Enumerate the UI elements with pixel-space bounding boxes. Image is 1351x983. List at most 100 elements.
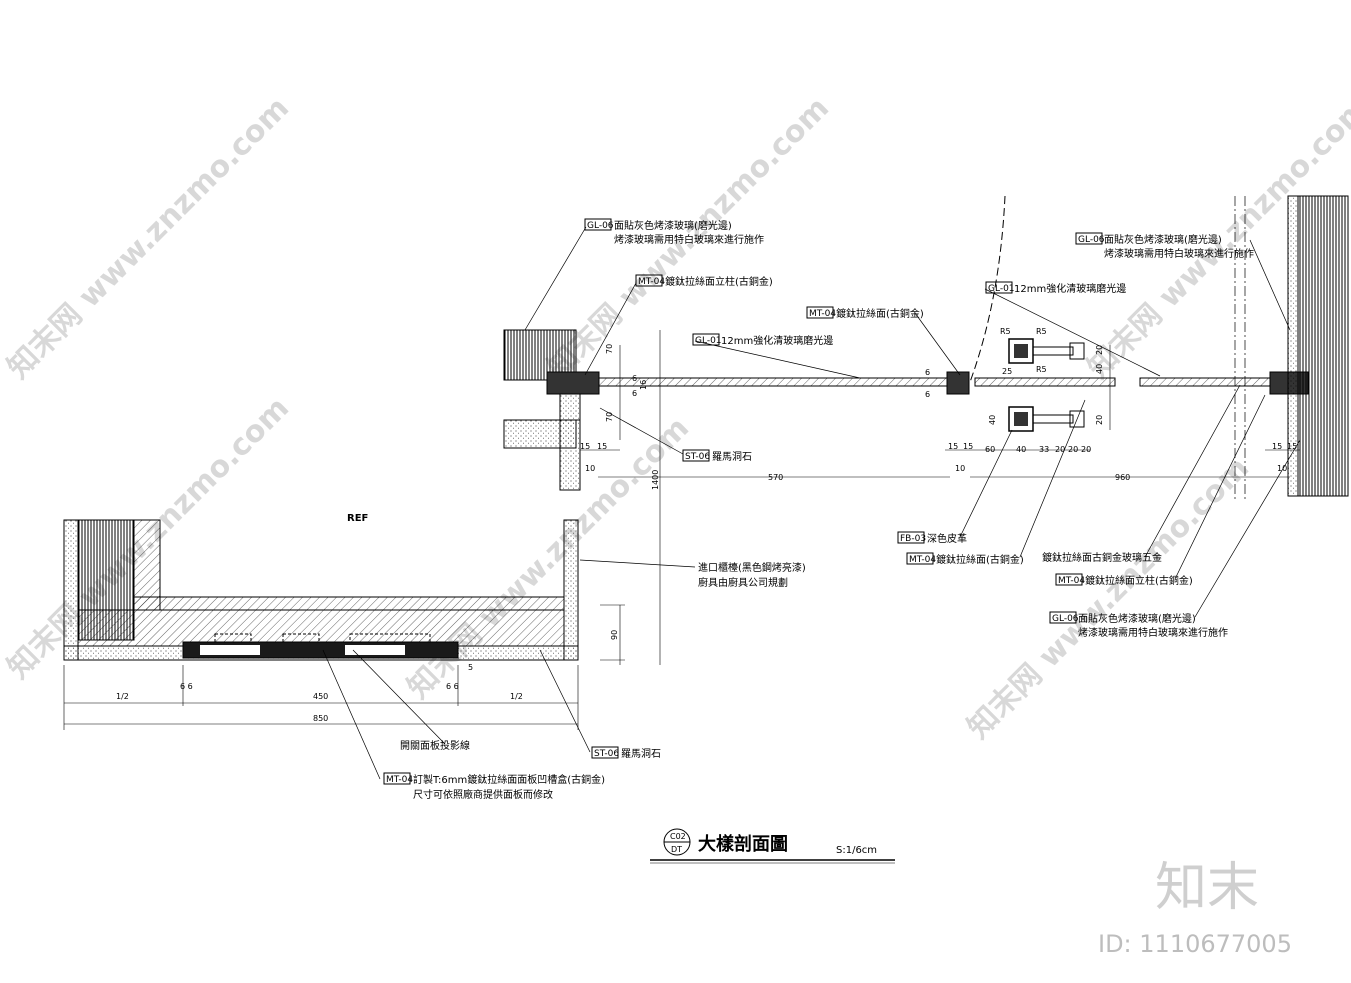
svg-text:10: 10 (1277, 464, 1287, 473)
dimension-texts: 70 70 6 6 16 15 15 10 570 1400 6 6 15 15… (116, 327, 1297, 723)
dimension-lines-bottom (63, 604, 625, 730)
post-middle (946, 371, 970, 395)
svg-text:DT: DT (671, 845, 682, 854)
door-handle-lower (1008, 406, 1085, 432)
svg-text:12mm強化清玻璃磨光邊: 12mm強化清玻璃磨光邊 (1014, 282, 1126, 295)
top-wall-left (503, 329, 581, 491)
svg-text:20: 20 (1055, 445, 1065, 454)
svg-text:60: 60 (985, 445, 995, 454)
annotation-hardware: 鍍鈦拉絲面古銅金玻璃五金 (1042, 551, 1162, 564)
svg-text:6 6: 6 6 (446, 682, 459, 691)
svg-text:6: 6 (925, 390, 930, 399)
svg-text:70: 70 (605, 344, 614, 354)
svg-text:GL-01: GL-01 (988, 284, 1015, 294)
svg-text:羅馬洞石: 羅馬洞石 (621, 748, 661, 760)
watermark-text: 知末网 www.znzmo.com (961, 451, 1256, 746)
svg-text:面貼灰色烤漆玻璃(磨光邊): 面貼灰色烤漆玻璃(磨光邊) (1104, 233, 1222, 246)
svg-text:GL-06: GL-06 (587, 221, 614, 231)
svg-text:6 6: 6 6 (180, 682, 193, 691)
svg-text:MT-04: MT-04 (909, 555, 936, 565)
svg-text:R5: R5 (1000, 327, 1011, 336)
svg-text:90: 90 (610, 630, 619, 640)
svg-text:40: 40 (988, 415, 997, 425)
svg-text:深色皮革: 深色皮革 (927, 532, 967, 545)
brand-logo: 知末 (1155, 858, 1259, 918)
svg-text:15: 15 (1272, 442, 1282, 451)
annotation-gl01-left: GL-01 12mm強化清玻璃磨光邊 (692, 333, 833, 347)
annotation-gl01-right: GL-01 12mm強化清玻璃磨光邊 (985, 281, 1126, 295)
glass-panel-right (1139, 377, 1271, 387)
glass-panel-left (598, 377, 948, 387)
annotation-gl06-lower: GL-06 面貼灰色烤漆玻璃(磨光邊) 烤漆玻璃需用特白玻璃來進行施作 (1049, 611, 1228, 639)
leader-lines (322, 226, 1301, 780)
svg-text:850: 850 (313, 714, 328, 723)
svg-text:R5: R5 (1036, 327, 1047, 336)
svg-text:15: 15 (948, 442, 958, 451)
svg-text:烤漆玻璃需用特白玻璃來進行施作: 烤漆玻璃需用特白玻璃來進行施作 (614, 233, 764, 246)
svg-text:GL-01: GL-01 (695, 336, 722, 346)
annotation-mt04-mid: MT-04 鍍鈦拉絲面(古銅金) (806, 306, 924, 320)
dimension-lines-top (580, 330, 1300, 665)
svg-text:6: 6 (632, 389, 637, 398)
svg-text:20: 20 (1095, 415, 1104, 425)
glass-door (974, 377, 1116, 387)
svg-text:尺寸可依照廠商提供面板而修改: 尺寸可依照廠商提供面板而修改 (413, 788, 553, 801)
drawing-title: 大樣剖面圖 (698, 833, 788, 855)
svg-text:40: 40 (1016, 445, 1026, 454)
annotation-st06-top: ST-06 羅馬洞石 (682, 449, 752, 463)
annotation-counter: 進口櫃檯(黑色鋼烤亮漆) 廚具由廚具公司規劃 (698, 561, 806, 589)
title-block: C02 DT 大樣剖面圖 S:1/6cm (650, 828, 895, 864)
svg-text:20: 20 (1068, 445, 1078, 454)
svg-text:進口櫃檯(黑色鋼烤亮漆): 進口櫃檯(黑色鋼烤亮漆) (698, 561, 806, 574)
svg-text:960: 960 (1115, 473, 1130, 482)
top-wall-right (1287, 195, 1349, 497)
svg-text:MT-04: MT-04 (386, 775, 413, 785)
svg-text:鍍鈦拉絲面立柱(古銅金): 鍍鈦拉絲面立柱(古銅金) (665, 275, 773, 288)
svg-text:6: 6 (925, 368, 930, 377)
door-handle-upper (1008, 338, 1085, 364)
svg-text:15: 15 (1287, 442, 1297, 451)
svg-text:15: 15 (597, 442, 607, 451)
svg-text:GL-06: GL-06 (1078, 235, 1105, 245)
svg-text:面貼灰色烤漆玻璃(磨光邊): 面貼灰色烤漆玻璃(磨光邊) (1078, 612, 1196, 625)
svg-text:25: 25 (1002, 367, 1012, 376)
svg-text:ST-06: ST-06 (685, 452, 710, 462)
svg-text:鍍鈦拉絲面(古銅金): 鍍鈦拉絲面(古銅金) (836, 307, 924, 320)
annotation-gl06-right: GL-06 面貼灰色烤漆玻璃(磨光邊) 烤漆玻璃需用特白玻璃來進行施作 (1075, 232, 1254, 260)
svg-text:40: 40 (1095, 364, 1104, 374)
drawing-scale: S:1/6cm (836, 845, 877, 856)
svg-text:FB-03: FB-03 (900, 534, 926, 544)
annotation-mt04-lower: MT-04 鍍鈦拉絲面(古銅金) (906, 552, 1024, 566)
counter-section (63, 519, 579, 661)
svg-text:15: 15 (580, 442, 590, 451)
annotation-mt04-post: MT-04 鍍鈦拉絲面立柱(古銅金) (635, 274, 773, 288)
annotation-fb03: FB-03 深色皮革 (897, 531, 967, 545)
svg-text:廚具由廚具公司規劃: 廚具由廚具公司規劃 (698, 576, 788, 589)
svg-text:33: 33 (1039, 445, 1049, 454)
svg-text:訂製T:6mm鍍鈦拉絲面面板凹槽盒(古銅金): 訂製T:6mm鍍鈦拉絲面面板凹槽盒(古銅金) (413, 773, 605, 786)
svg-text:ST-06: ST-06 (594, 749, 619, 759)
svg-text:面貼灰色烤漆玻璃(磨光邊): 面貼灰色烤漆玻璃(磨光邊) (614, 219, 732, 232)
svg-text:1/2: 1/2 (510, 692, 523, 701)
svg-text:烤漆玻璃需用特白玻璃來進行施作: 烤漆玻璃需用特白玻璃來進行施作 (1078, 626, 1228, 639)
svg-text:70: 70 (605, 412, 614, 422)
svg-text:GL-06: GL-06 (1052, 614, 1079, 624)
image-id: ID: 1110677005 (1098, 930, 1292, 958)
svg-text:MT-04: MT-04 (809, 309, 836, 319)
annotation-switch-panel: 開關面板投影線 (400, 739, 470, 752)
svg-text:鍍鈦拉絲面(古銅金): 鍍鈦拉絲面(古銅金) (936, 553, 1024, 566)
svg-text:烤漆玻璃需用特白玻璃來進行施作: 烤漆玻璃需用特白玻璃來進行施作 (1104, 247, 1254, 260)
svg-text:20: 20 (1095, 345, 1104, 355)
svg-text:1400: 1400 (651, 470, 660, 490)
svg-text:5: 5 (468, 663, 473, 672)
annotation-st06-bottom: ST-06 羅馬洞石 (591, 746, 661, 760)
svg-text:羅馬洞石: 羅馬洞石 (712, 451, 752, 463)
annotation-mt04-post-lower: MT-04 鍍鈦拉絲面立柱(古銅金) (1055, 573, 1193, 587)
svg-text:570: 570 (768, 473, 783, 482)
svg-text:MT-04: MT-04 (1058, 576, 1085, 586)
svg-text:MT-04: MT-04 (638, 277, 665, 287)
post-left (546, 371, 600, 395)
svg-text:C02: C02 (670, 832, 686, 841)
annotation-gl06-top-left: GL-06 面貼灰色烤漆玻璃(磨光邊) 烤漆玻璃需用特白玻璃來進行施作 (584, 218, 764, 246)
svg-text:15: 15 (963, 442, 973, 451)
